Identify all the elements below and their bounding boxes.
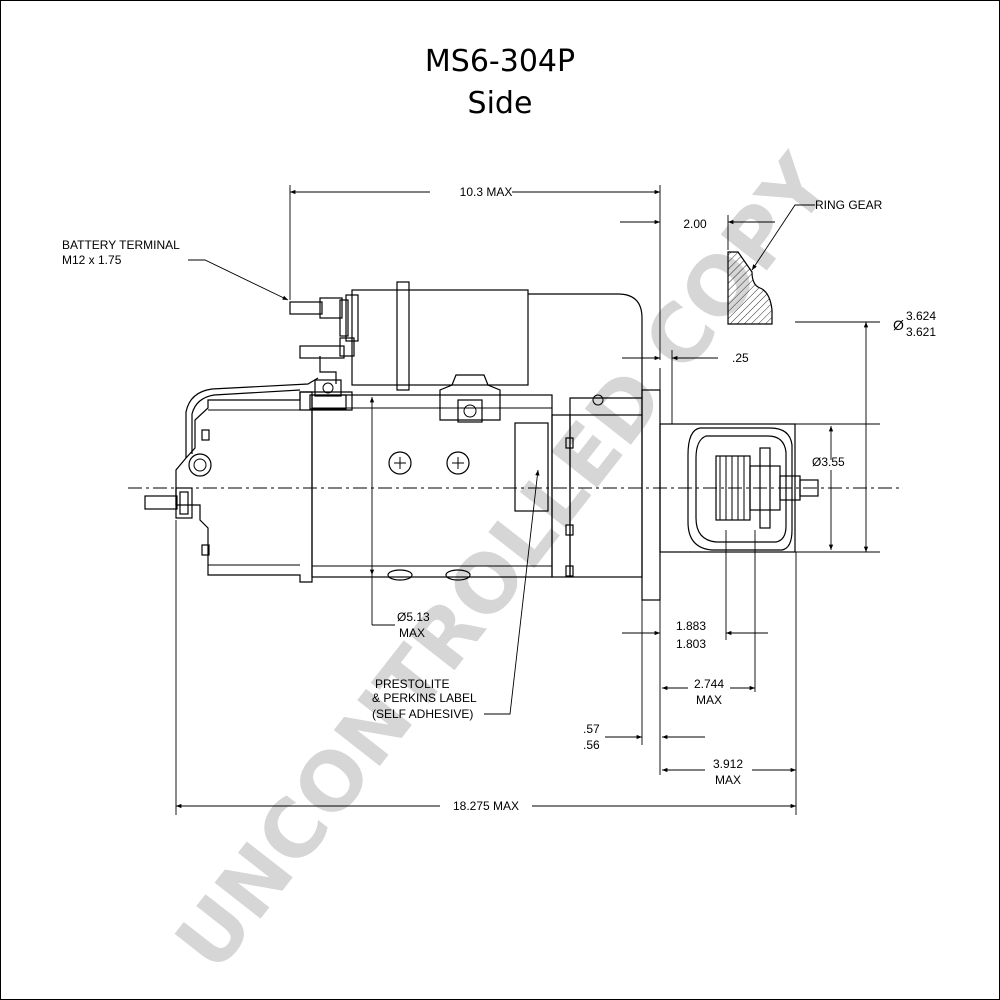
dim-3-621: 3.621 <box>906 325 936 339</box>
dim-5-13-max: MAX <box>399 626 425 640</box>
dim-2-744-max: MAX <box>696 693 722 707</box>
label-note-line-2: & PERKINS LABEL <box>372 691 477 705</box>
dim-0-25: .25 <box>732 351 749 365</box>
ring-gear-section <box>727 251 773 325</box>
dim-1-883: 1.883 <box>676 619 706 633</box>
solenoid <box>289 281 643 423</box>
dim-2-00: 2.00 <box>683 217 707 231</box>
label-note-line-1: PRESTOLITE <box>375 677 449 691</box>
ring-gear-label: RING GEAR <box>815 198 883 212</box>
dim-3-55: Ø3.55 <box>812 455 845 469</box>
dim-5-13: Ø5.13 <box>397 610 430 624</box>
dim-2-744: 2.744 <box>694 677 724 691</box>
dim-0-57: .57 <box>583 722 600 736</box>
dim-18-275-max: 18.275 MAX <box>453 799 519 813</box>
battery-terminal-thread: M12 x 1.75 <box>62 253 122 267</box>
dim-3-912: 3.912 <box>713 757 743 771</box>
motor-body <box>144 368 819 601</box>
dimension-lines <box>175 185 880 815</box>
dim-10-3-max: 10.3 MAX <box>460 185 513 199</box>
dim-3-624: 3.624 <box>906 309 936 323</box>
dim-3-912-max: MAX <box>715 773 741 787</box>
dim-1-803: 1.803 <box>676 637 706 651</box>
dia-symbol: Ø <box>893 317 904 333</box>
dim-0-56: .56 <box>583 738 600 752</box>
drawing-subtitle: Side <box>467 86 533 121</box>
battery-terminal-label: BATTERY TERMINAL <box>62 238 180 252</box>
label-note-line-3: (SELF ADHESIVE) <box>372 707 473 721</box>
drawing-title: MS6-304P <box>424 44 576 79</box>
